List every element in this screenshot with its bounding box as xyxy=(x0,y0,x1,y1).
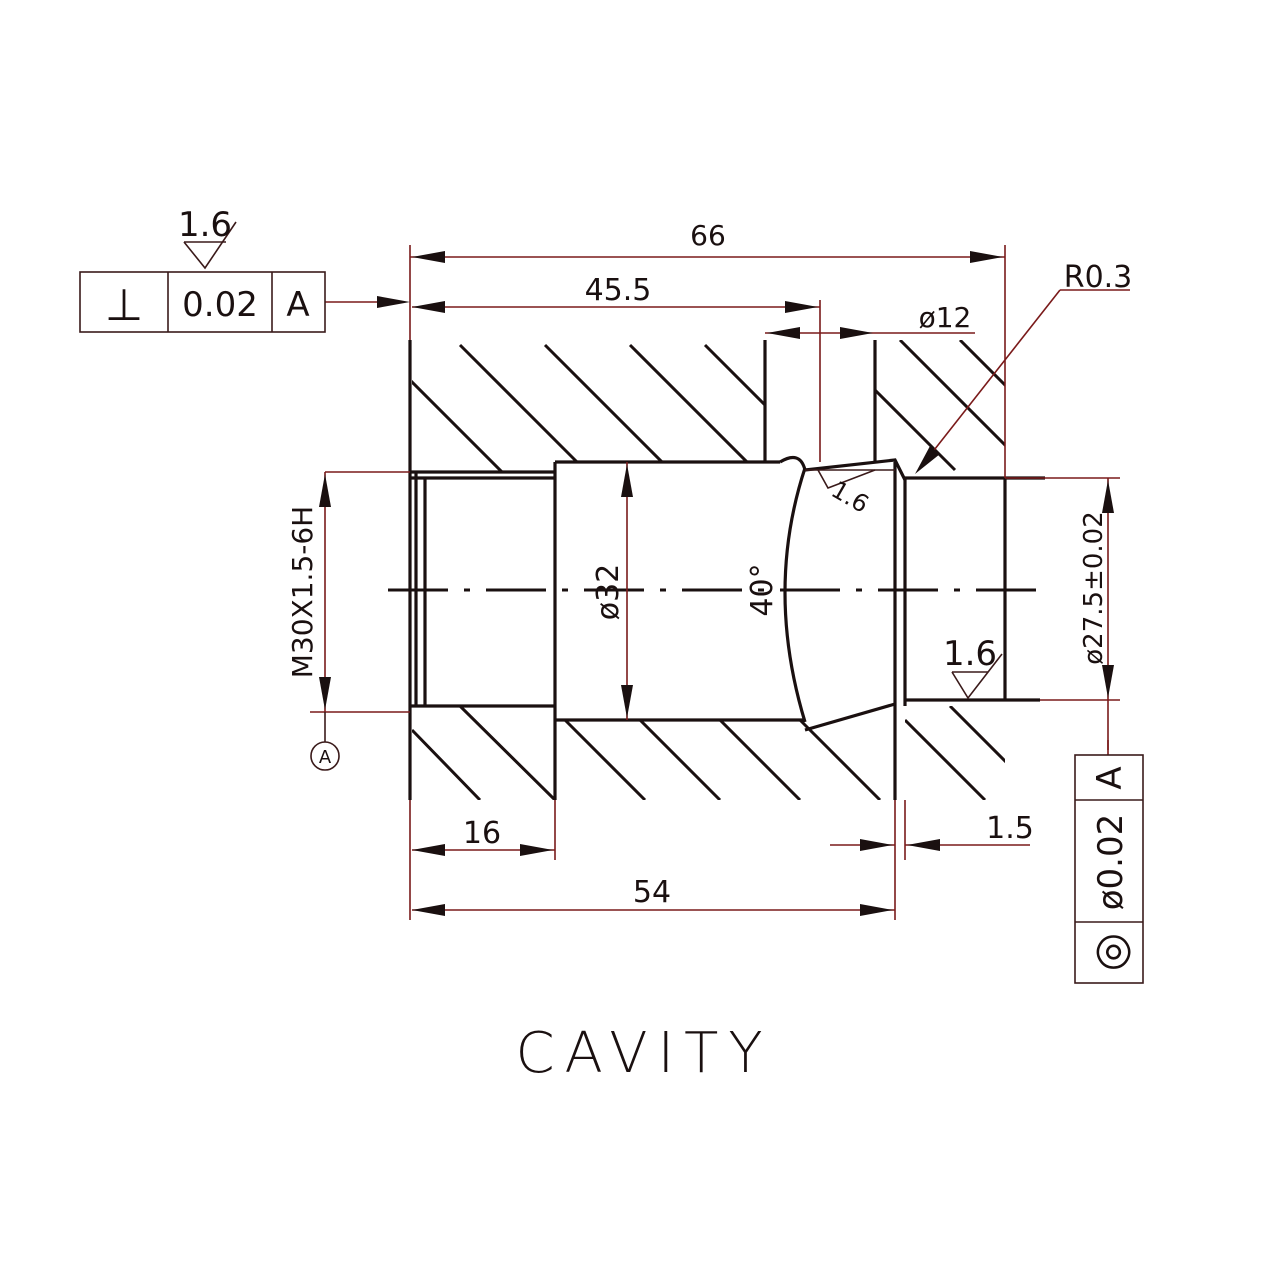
dim-dia-27-5: ø27.5±0.02 xyxy=(1079,511,1109,664)
dim-angle: 40° xyxy=(745,563,780,616)
surface-finish-top-left: 1.6 xyxy=(178,205,237,270)
datum-a-symbol: A xyxy=(310,741,340,771)
dimension-lines xyxy=(310,245,1130,920)
fcf-perpendicularity: ⊥ 0.02 A xyxy=(79,271,326,333)
dim-45-5: 45.5 xyxy=(585,273,652,308)
fcf-concentricity-symbol: ◎ xyxy=(1085,933,1136,971)
dim-dia-12: ø12 xyxy=(919,301,972,334)
surface-finish-bore-value: 1.6 xyxy=(943,634,997,674)
fcf-concentricity: A ø0.02 ◎ xyxy=(1074,754,1144,984)
fcf-perpendicularity-datum: A xyxy=(286,285,309,325)
section-hatching xyxy=(412,340,1005,800)
part-outline xyxy=(408,340,1045,800)
dim-thread: M30X1.5-6H xyxy=(286,506,319,678)
fcf-perpendicularity-tolerance: 0.02 xyxy=(182,285,258,325)
datum-a-label: A xyxy=(319,747,332,768)
dim-16: 16 xyxy=(463,816,501,851)
fcf-perpendicularity-symbol: ⊥ xyxy=(105,280,143,331)
dim-54: 54 xyxy=(633,875,671,910)
dim-1-5: 1.5 xyxy=(986,811,1034,846)
fcf-concentricity-datum: A xyxy=(1090,766,1130,789)
surface-finish-top-left-value: 1.6 xyxy=(178,205,232,245)
fcf-concentricity-tolerance: ø0.02 xyxy=(1091,814,1131,911)
dim-radius: R0.3 xyxy=(1064,260,1133,295)
surface-finish-cone-value: 1.6 xyxy=(826,475,873,518)
dim-dia-32: ø32 xyxy=(591,564,626,621)
drawing-title: CAVITY xyxy=(515,1021,772,1086)
surface-finish-cone: 1.6 xyxy=(805,469,895,519)
dim-overall-length: 66 xyxy=(690,219,726,252)
surface-finish-bore: 1.6 xyxy=(943,634,1003,700)
